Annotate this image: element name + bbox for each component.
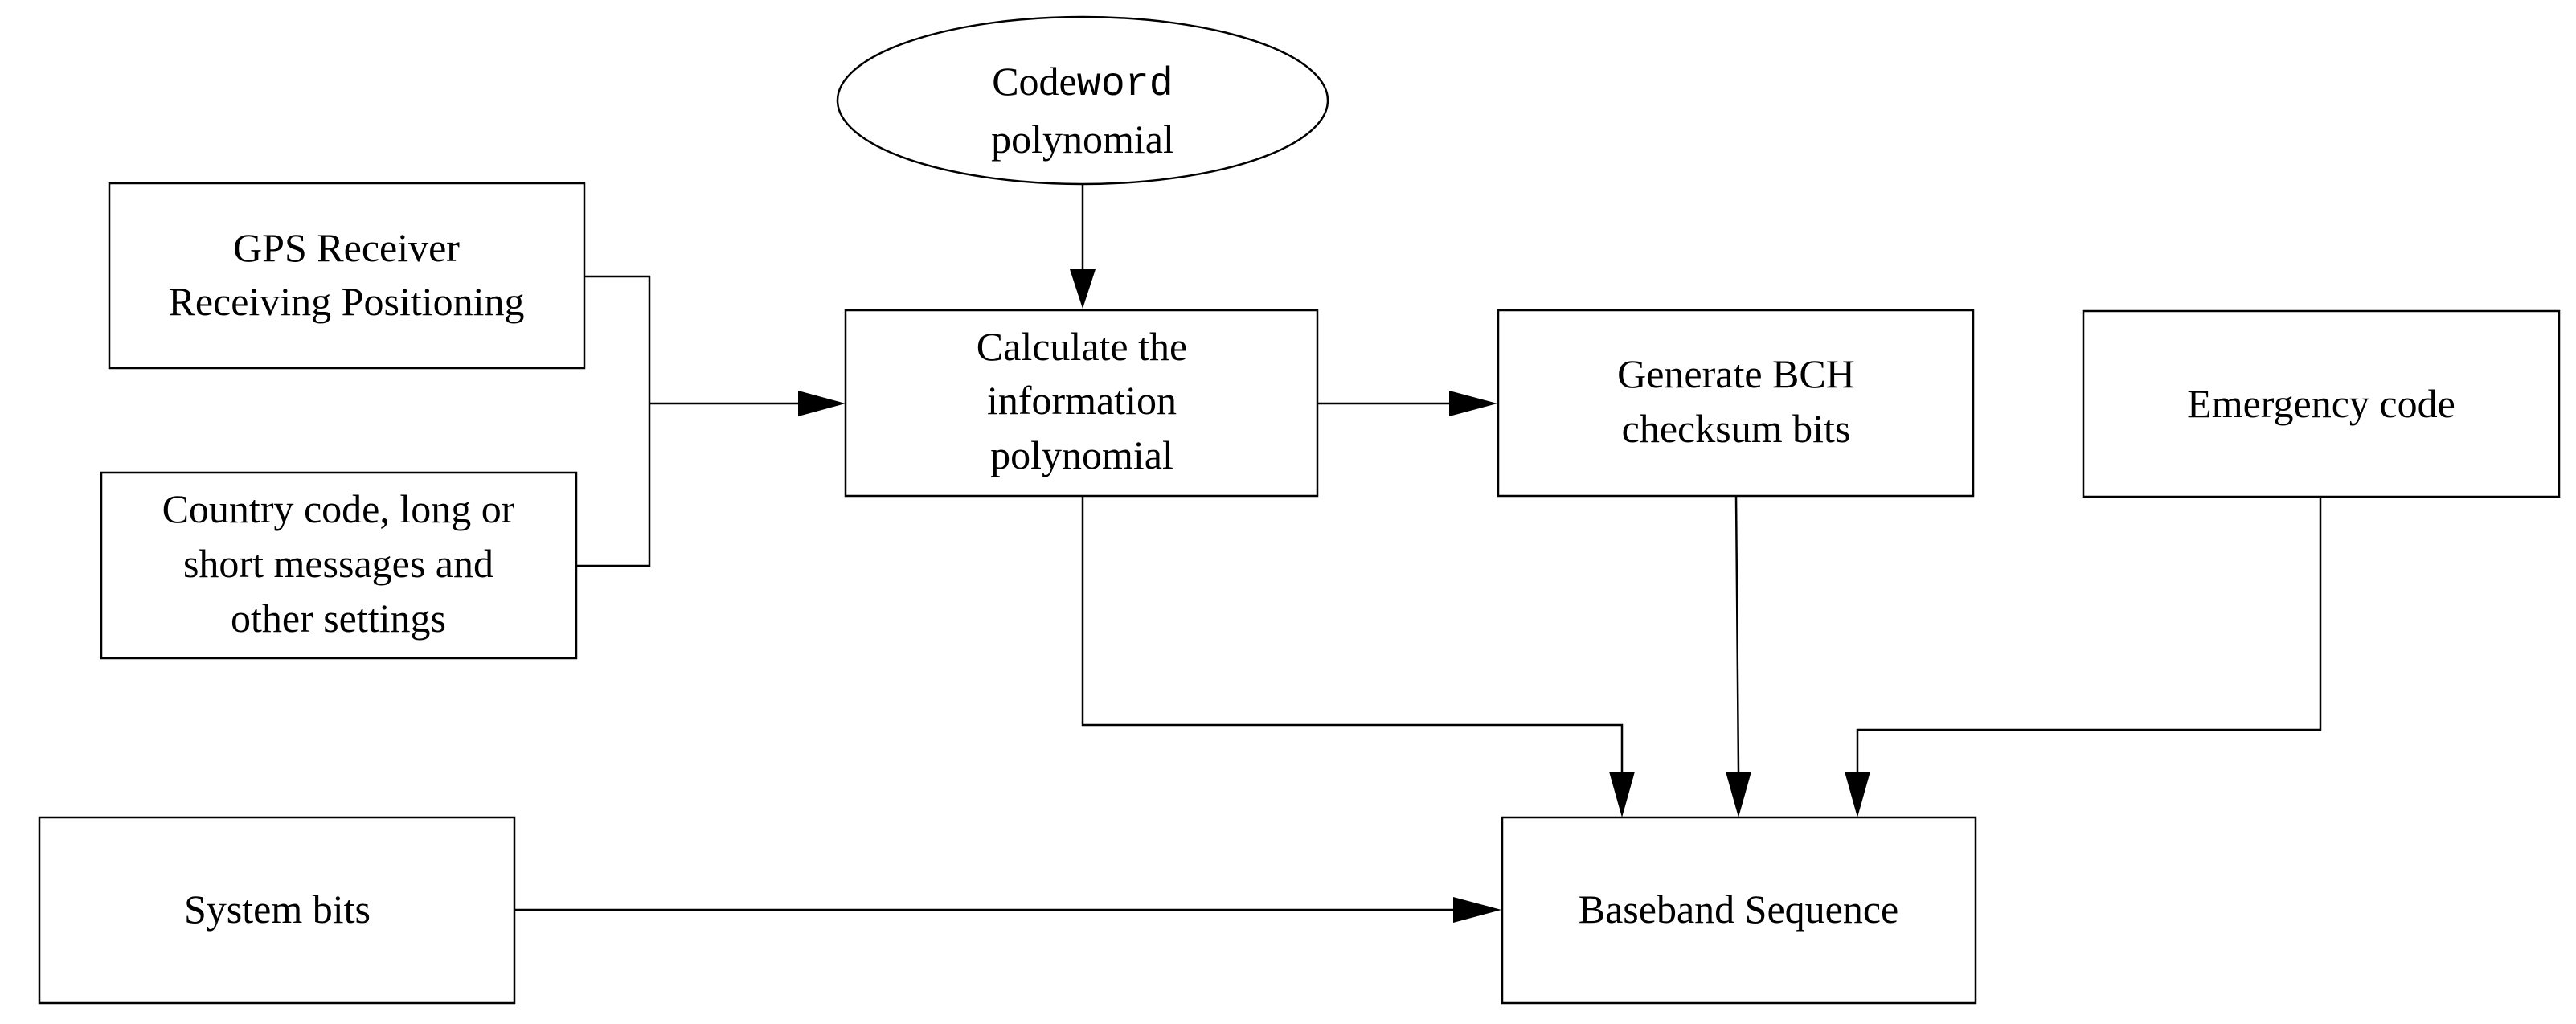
baseband-sequence-label: Baseband Sequence bbox=[1579, 887, 1898, 932]
arrowhead-junction-to-calculate bbox=[798, 391, 846, 416]
calculate-label-line3: polynomial bbox=[990, 432, 1173, 477]
node-gps-receiver: GPS Receiver Receiving Positioning bbox=[108, 182, 586, 370]
country-code-label-line2: short messages and bbox=[183, 541, 493, 586]
arrowhead-bch-to-baseband bbox=[1726, 772, 1751, 817]
arrowhead-calculate-to-baseband bbox=[1609, 772, 1635, 817]
calculate-label-line2: information bbox=[987, 378, 1177, 423]
system-bits-box bbox=[38, 816, 516, 1005]
calculate-box bbox=[844, 309, 1319, 498]
node-generate-bch: Generate BCH checksum bits bbox=[1497, 309, 1975, 498]
country-code-label-line1: Country code, long or bbox=[162, 486, 515, 531]
arrowhead-calculate-to-bch bbox=[1449, 391, 1497, 416]
emergency-code-label: Emergency code bbox=[2187, 381, 2455, 426]
gps-receiver-box bbox=[108, 182, 586, 370]
node-calculate-information-polynomial: Calculate the information polynomial bbox=[844, 309, 1319, 498]
arrowhead-emergency-to-baseband bbox=[1845, 772, 1870, 817]
edge-country-to-junction bbox=[576, 403, 651, 567]
node-country-code-settings: Country code, long or short messages and… bbox=[100, 471, 578, 660]
baseband-sequence-box bbox=[1501, 816, 1977, 1005]
node-baseband-sequence: Baseband Sequence bbox=[1501, 816, 1977, 1005]
country-code-box bbox=[100, 471, 578, 660]
system-bits-label: System bits bbox=[184, 887, 371, 932]
edge-gps-to-junction bbox=[584, 275, 651, 403]
node-emergency-code: Emergency code bbox=[2082, 309, 2561, 498]
arrowhead-systembits-to-baseband bbox=[1453, 897, 1501, 923]
node-system-bits: System bits bbox=[38, 816, 516, 1005]
node-codeword-polynomial: Codeword polynomial bbox=[836, 15, 1329, 186]
codeword-label-line1: Codeword bbox=[992, 59, 1173, 108]
arrowhead-codeword-to-calculate bbox=[1070, 269, 1096, 309]
edge-bch-to-baseband bbox=[1734, 495, 1740, 772]
edge-calculate-to-baseband bbox=[1081, 496, 1624, 772]
country-code-label-line3: other settings bbox=[231, 596, 446, 641]
gps-receiver-label-line2: Receiving Positioning bbox=[168, 279, 524, 324]
emergency-code-box bbox=[2082, 309, 2561, 498]
generate-bch-box bbox=[1497, 309, 1975, 498]
codeword-ellipse bbox=[836, 15, 1329, 186]
gps-receiver-label-line1: GPS Receiver bbox=[233, 225, 460, 270]
generate-bch-label-line1: Generate BCH bbox=[1617, 351, 1855, 396]
calculate-label-line1: Calculate the bbox=[977, 324, 1187, 369]
edge-emergency-to-baseband bbox=[1856, 497, 2322, 772]
generate-bch-label-line2: checksum bits bbox=[1622, 406, 1851, 451]
codeword-label-line2: polynomial bbox=[991, 117, 1174, 162]
